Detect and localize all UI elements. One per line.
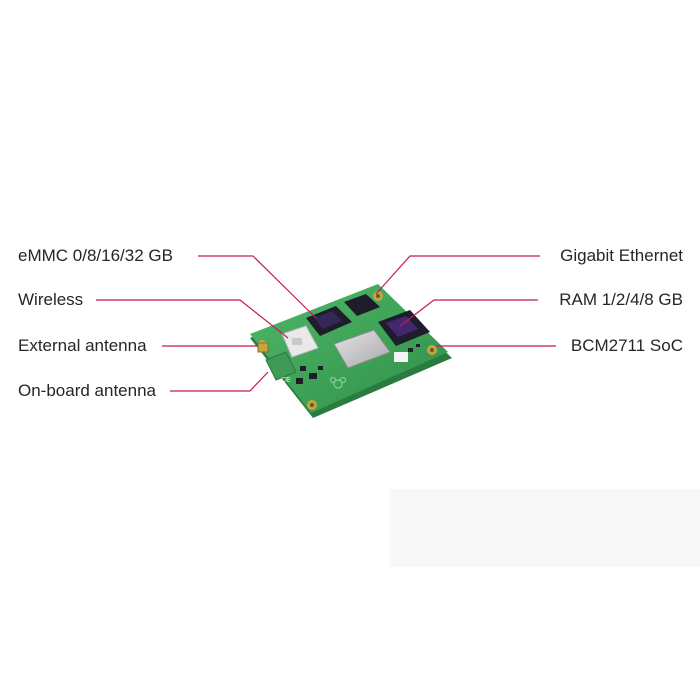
leader-lines xyxy=(96,255,556,392)
compute-module-board: CE xyxy=(250,284,452,418)
callout-gigabit-ethernet: Gigabit Ethernet xyxy=(560,246,683,265)
soc-lid xyxy=(333,329,391,369)
ethernet-chip xyxy=(344,294,380,316)
external-antenna-connector xyxy=(257,342,269,353)
ce-mark: CE xyxy=(281,377,291,384)
callout-emmc: eMMC 0/8/16/32 GB xyxy=(18,246,173,265)
callout-wireless: Wireless xyxy=(18,290,84,309)
leader-line-wireless xyxy=(96,299,289,339)
callout-onboard-antenna: On-board antenna xyxy=(18,381,156,400)
background-panel xyxy=(390,489,700,567)
callout-external-antenna: External antenna xyxy=(18,336,147,355)
leader-line-ram xyxy=(399,299,538,327)
leader-line-gigabit-ethernet xyxy=(375,255,540,295)
onboard-antenna-area xyxy=(265,351,297,381)
leader-line-onboard-antenna xyxy=(170,371,269,392)
qr-label xyxy=(394,352,408,362)
callout-ram: RAM 1/2/4/8 GB xyxy=(559,290,683,309)
passive-components xyxy=(296,344,420,384)
leader-line-emmc xyxy=(198,255,317,319)
raspberry-pi-logo xyxy=(329,376,347,389)
callout-soc: BCM2711 SoC xyxy=(570,336,683,355)
